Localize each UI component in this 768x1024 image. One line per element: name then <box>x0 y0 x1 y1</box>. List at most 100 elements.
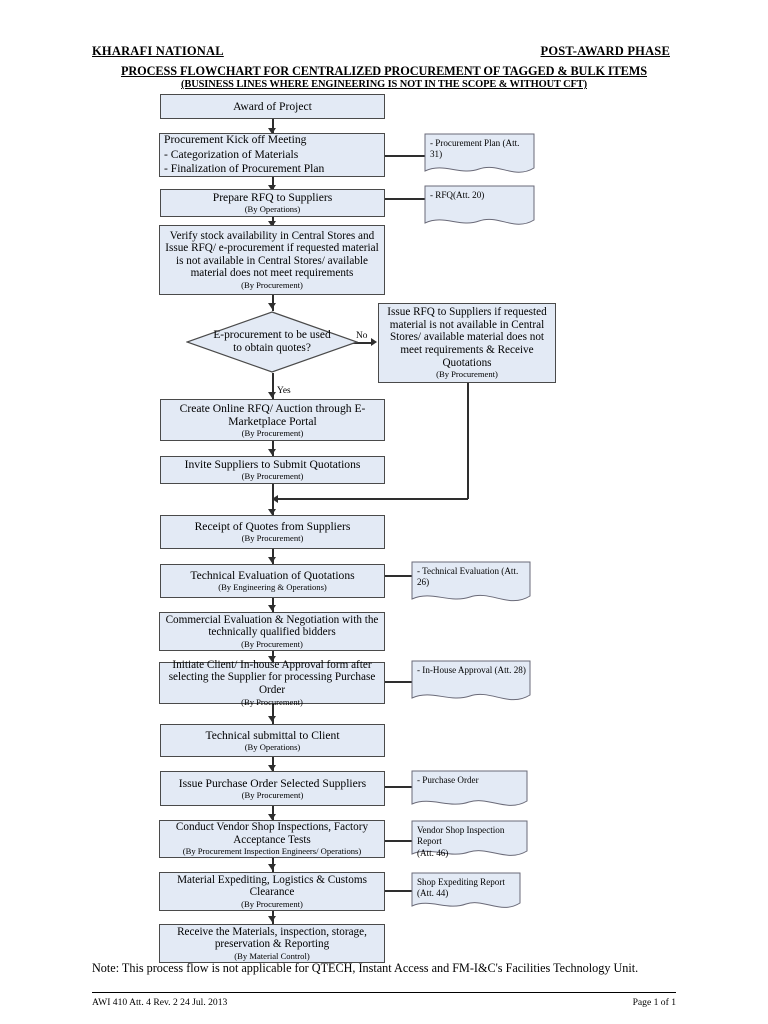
node-label: Initiate Client/ In-house Approval form … <box>168 658 376 696</box>
arrowhead-techeval <box>268 557 276 563</box>
doc-inhouse-approval[interactable]: - In-House Approval (Att. 28) <box>411 660 531 706</box>
doc-label: Shop Expediting Report (Att. 44) <box>417 877 517 900</box>
node-label: Invite Suppliers to Submit Quotations <box>184 458 361 472</box>
connector-invite-merge <box>272 484 274 499</box>
node-role: (By Engineering & Operations) <box>218 582 327 593</box>
node-label-line1: Procurement Kick off Meeting <box>164 132 307 146</box>
node-role: (By Procurement) <box>241 471 304 482</box>
arrowhead-verify <box>268 221 276 227</box>
arrowhead-issuerfq <box>371 338 377 346</box>
arrowhead-receive <box>268 916 276 922</box>
connector-decision-no <box>349 342 373 344</box>
node-role: (By Procurement) <box>241 427 304 438</box>
phase-label: POST-AWARD PHASE <box>540 44 670 58</box>
node-label: Create Online RFQ/ Auction through E-Mar… <box>179 401 366 428</box>
connector-receipt-techeval <box>272 549 274 564</box>
edge-label-yes: Yes <box>277 386 291 396</box>
node-label: Receipt of Quotes from Suppliers <box>194 520 351 534</box>
doc-label: - RFQ(Att. 20) <box>430 190 485 200</box>
node-label: Material Expediting, Logistics & Customs… <box>177 873 367 899</box>
diamond-shape <box>186 311 358 373</box>
doc-purchase-order[interactable]: - Purchase Order <box>411 770 528 812</box>
arrowhead-receipt <box>268 509 276 515</box>
node-issue-rfq-manual[interactable]: Issue RFQ to Suppliers if requested mate… <box>378 303 556 383</box>
node-role: (By Material Control) <box>234 950 310 961</box>
node-label: Commercial Evaluation & Negotiation with… <box>165 613 379 639</box>
doc-vendor-shop-inspection-report[interactable]: Vendor Shop Inspection Report (Att. 46) <box>411 820 528 862</box>
node-commercial-evaluation[interactable]: Commercial Evaluation & Negotiation with… <box>159 612 385 651</box>
doc-label: - Purchase Order <box>417 775 479 785</box>
node-receive-materials[interactable]: Receive the Materials, inspection, stora… <box>159 924 385 963</box>
footer-document-id: AWI 410 Att. 4 Rev. 2 24 Jul. 2013 <box>92 997 228 1008</box>
node-create-online-rfq[interactable]: Create Online RFQ/ Auction through E-Mar… <box>160 399 385 441</box>
page-subtitle: (BUSINESS LINES WHERE ENGINEERING IS NOT… <box>181 79 587 90</box>
arrowhead-createrfq <box>268 392 276 398</box>
node-role: (By Procurement) <box>241 279 303 290</box>
node-award-of-project[interactable]: Award of Project <box>160 94 385 119</box>
doc-label: - Procurement Plan (Att. 31) <box>430 138 520 160</box>
company-name: KHARAFI NATIONAL <box>92 44 224 58</box>
node-label: Award of Project <box>233 100 312 113</box>
doc-procurement-plan[interactable]: - Procurement Plan (Att. 31) <box>424 133 535 178</box>
node-role: (By Procurement) <box>241 533 304 544</box>
node-technical-evaluation[interactable]: Technical Evaluation of Quotations (By E… <box>160 564 385 598</box>
doc-label: - Technical Evaluation (Att. 26) <box>417 566 519 588</box>
node-material-expediting[interactable]: Material Expediting, Logistics & Customs… <box>159 872 385 911</box>
node-label: Conduct Vendor Shop Inspections, Factory… <box>175 821 369 846</box>
doc-label-line2: (Att. 44) <box>417 888 449 899</box>
node-label: Receive the Materials, inspection, stora… <box>177 925 367 951</box>
node-label: Verify stock availability in Central Sto… <box>165 229 379 280</box>
node-prepare-rfq[interactable]: Prepare RFQ to Suppliers (By Operations) <box>160 189 385 217</box>
arrowhead-issuepo <box>268 765 276 771</box>
arrowhead-invite <box>268 449 276 455</box>
connector-submittal-issuepo <box>272 757 274 771</box>
connector-techeval-doc <box>385 575 420 577</box>
node-verify-stock-availability[interactable]: Verify stock availability in Central Sto… <box>159 225 385 295</box>
note-text: Note: This process flow is not applicabl… <box>92 961 639 975</box>
document-shape <box>424 133 535 173</box>
node-vendor-shop-inspection[interactable]: Conduct Vendor Shop Inspections, Factory… <box>159 820 385 858</box>
doc-shop-expediting-report[interactable]: Shop Expediting Report (Att. 44) <box>411 872 521 914</box>
node-label-line3: - Finalization of Procurement Plan <box>164 162 325 176</box>
arrowhead-kickoff <box>268 128 276 134</box>
connector-kickoff-preparerfq <box>272 177 274 191</box>
node-label: Technical submittal to Client <box>205 728 340 742</box>
arrowhead-initiate <box>268 656 276 662</box>
node-role: (By Procurement) <box>436 369 498 380</box>
edge-label-no: No <box>356 331 368 341</box>
node-initiate-approval[interactable]: Initiate Client/ In-house Approval form … <box>159 658 385 706</box>
node-label: Technical Evaluation of Quotations <box>190 569 355 583</box>
connector-inspection-doc <box>385 840 412 842</box>
document-shape <box>411 872 521 908</box>
document-shape <box>411 660 531 701</box>
connector-issuerfq-down <box>467 383 469 499</box>
doc-technical-evaluation[interactable]: - Technical Evaluation (Att. 26) <box>411 561 531 607</box>
doc-label: Vendor Shop Inspection Report (Att. 46) <box>417 825 524 859</box>
node-procurement-kickoff[interactable]: Procurement Kick off Meeting - Categoriz… <box>159 133 385 177</box>
document-shape <box>424 185 535 225</box>
connector-preparerfq-doc <box>385 198 425 200</box>
connector-createrfq-invite <box>272 441 274 456</box>
node-role: (By Procurement) <box>241 898 303 909</box>
doc-label-line1: Shop Expediting Report <box>417 877 505 887</box>
node-label: Prepare RFQ to Suppliers <box>212 191 333 205</box>
doc-rfq[interactable]: - RFQ(Att. 20) <box>424 185 535 230</box>
node-decision-eprocurement[interactable]: E-procurement to be used to obtain quote… <box>186 311 358 373</box>
node-invite-suppliers[interactable]: Invite Suppliers to Submit Quotations (B… <box>160 456 385 484</box>
node-label: Issue Purchase Order Selected Suppliers <box>178 776 367 790</box>
node-technical-submittal[interactable]: Technical submittal to Client (By Operat… <box>160 724 385 757</box>
connector-merge-receipt <box>272 498 274 515</box>
doc-label-line2: (Att. 46) <box>417 847 449 858</box>
node-label: Issue RFQ to Suppliers if requested mate… <box>387 306 547 369</box>
node-issue-purchase-order[interactable]: Issue Purchase Order Selected Suppliers … <box>160 771 385 806</box>
node-role: (By Operations) <box>244 741 301 752</box>
document-shape <box>411 820 528 856</box>
arrowhead-commercial <box>268 605 276 611</box>
node-role: (By Procurement Inspection Engineers/ Op… <box>182 846 362 857</box>
doc-label: - In-House Approval (Att. 28) <box>417 665 526 675</box>
connector-initiate-doc <box>385 681 420 683</box>
document-shape <box>411 770 528 806</box>
node-role: (By Procurement) <box>241 696 303 707</box>
node-receipt-of-quotes[interactable]: Receipt of Quotes from Suppliers (By Pro… <box>160 515 385 549</box>
